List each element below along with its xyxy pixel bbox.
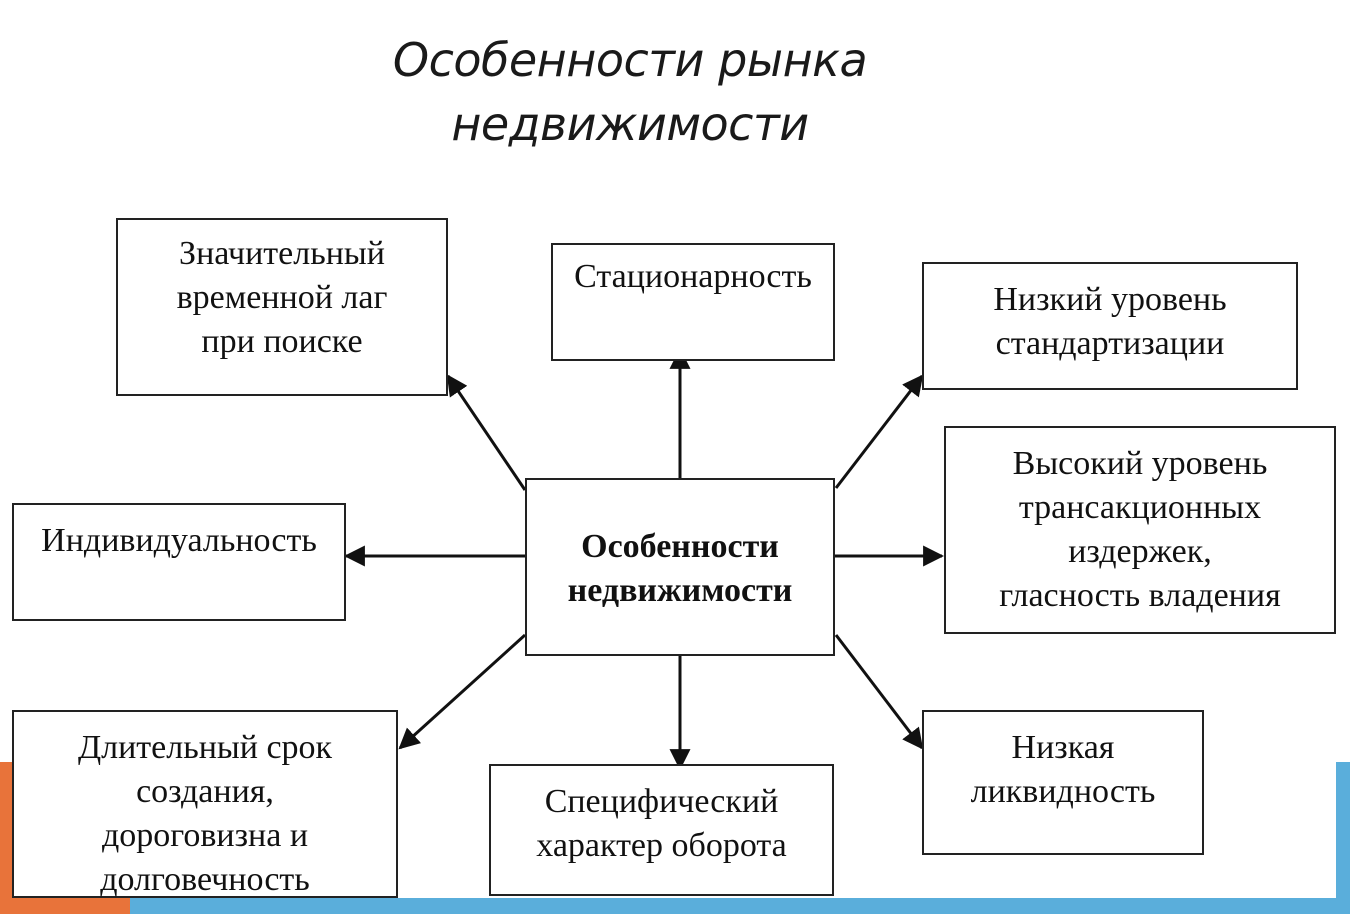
feature-transaction-costs: Высокий уровень трансакционных издержек,… — [944, 426, 1336, 634]
arrow-to-standardization — [834, 374, 924, 489]
feature-turnover-line1: Специфический — [544, 783, 779, 820]
center-node: Особенности недвижимости — [525, 478, 835, 656]
orange-accent-bottom — [0, 898, 130, 914]
arrow-to-long-term — [398, 633, 527, 750]
feature-long-term-line3: дороговизна и — [101, 817, 309, 854]
slide-title: Особенности рынка недвижимости — [340, 28, 920, 156]
slide-title-line1: Особенности рынка — [392, 33, 868, 87]
arrow-to-liquidity — [834, 634, 924, 750]
feature-time-lag-line2: временной лаг — [176, 279, 388, 316]
feature-transaction-costs-line1: Высокий уровень — [1012, 445, 1268, 482]
feature-liquidity: Низкая ликвидность — [922, 710, 1204, 855]
feature-liquidity-line1: Низкая — [1011, 729, 1115, 766]
feature-turnover: Специфический характер оборота — [489, 764, 834, 896]
feature-time-lag-line3: при поиске — [201, 323, 363, 360]
center-node-line1: Особенности — [581, 528, 779, 565]
feature-long-term-line4: долговечность — [100, 861, 310, 898]
feature-time-lag: Значительный временной лаг при поиске — [116, 218, 448, 396]
slide-title-line2: недвижимости — [451, 97, 809, 151]
feature-liquidity-line2: ликвидность — [970, 773, 1156, 810]
feature-standardization-line1: Низкий уровень — [993, 281, 1227, 318]
feature-transaction-costs-line4: гласность владения — [999, 577, 1281, 614]
feature-time-lag-line1: Значительный — [179, 235, 385, 272]
feature-standardization-line2: стандартизации — [995, 325, 1225, 362]
feature-stationarity-line1: Стационарность — [574, 258, 812, 295]
blue-accent-right — [1336, 762, 1350, 914]
feature-individuality-line1: Индивидуальность — [41, 522, 317, 559]
feature-individuality: Индивидуальность — [12, 503, 346, 621]
feature-long-term: Длительный срок создания, дороговизна и … — [12, 710, 398, 898]
blue-accent-bottom — [130, 898, 1350, 914]
orange-accent-bar — [0, 762, 12, 914]
arrow-to-time-lag — [446, 374, 527, 491]
feature-standardization: Низкий уровень стандартизации — [922, 262, 1298, 390]
feature-long-term-line2: создания, — [136, 773, 274, 810]
feature-turnover-line2: характер оборота — [536, 827, 787, 864]
center-node-line2: недвижимости — [567, 572, 793, 609]
feature-stationarity: Стационарность — [551, 243, 835, 361]
feature-long-term-line1: Длительный срок — [77, 729, 333, 766]
feature-transaction-costs-line2: трансакционных — [1018, 489, 1262, 526]
feature-transaction-costs-line3: издержек, — [1068, 533, 1212, 570]
